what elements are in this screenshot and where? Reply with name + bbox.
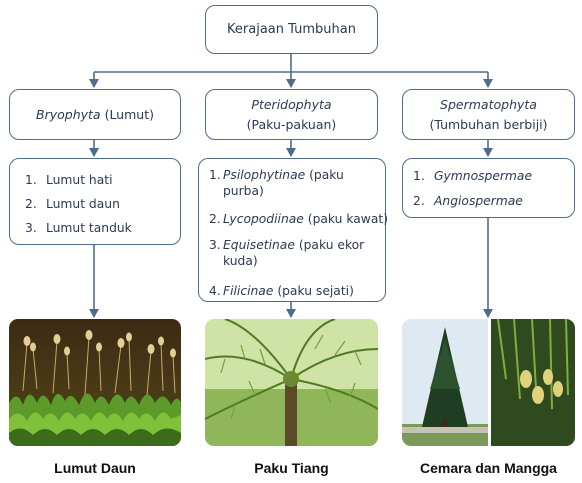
- root-node: Kerajaan Tumbuhan: [205, 5, 378, 54]
- list-item: 4. Filicinae (paku sejati): [209, 283, 384, 299]
- list-item: 3. Equisetinae (paku ekor kuda): [209, 237, 371, 269]
- photo-caption: Paku Tiang: [254, 460, 329, 476]
- category-name: Bryophyta: [36, 106, 101, 122]
- item-text: Gymnospermae: [434, 169, 533, 183]
- item-text: Lumut hati: [46, 173, 113, 187]
- item-number: 1.: [25, 173, 37, 187]
- tree-fern-photo: [205, 319, 378, 446]
- photo-caption: Lumut Daun: [54, 460, 136, 476]
- category-note: (Tumbuhan berbiji): [429, 116, 548, 132]
- item-name: Lycopodiinae: [223, 212, 304, 226]
- list-bryophyta: 1. Lumut hati 2. Lumut daun 3. Lumut tan…: [9, 158, 181, 245]
- list-spermatophyta: 1. Gymnospermae 2. Angiospermae: [402, 158, 575, 218]
- item-number: 4.: [209, 284, 221, 298]
- list-item: 1. Lumut hati: [25, 172, 113, 188]
- item-note: (paku kawat): [307, 212, 389, 226]
- item-text: Lumut tanduk: [46, 221, 132, 235]
- list-item: 3. Lumut tanduk: [25, 220, 132, 236]
- list-item: 2. Angiospermae: [413, 193, 523, 209]
- list-item: 1. Gymnospermae: [413, 168, 532, 184]
- moss-photo: [9, 319, 181, 446]
- item-name: Filicinae: [223, 284, 274, 298]
- root-label: Kerajaan Tumbuhan: [227, 22, 356, 37]
- category-title: Bryophyta (Lumut): [36, 105, 154, 125]
- category-name: Pteridophyta: [251, 96, 332, 112]
- item-number: 3.: [209, 238, 221, 252]
- item-number: 2.: [25, 197, 37, 211]
- item-text: Angiospermae: [434, 194, 523, 208]
- item-note: (paku sejati): [277, 284, 354, 298]
- item-text: Lumut daun: [46, 197, 120, 211]
- photo-caption: Cemara dan Mangga: [420, 460, 557, 476]
- category-pteridophyta: Pteridophyta (Paku-pakuan): [205, 89, 378, 140]
- item-name: Psilophytinae: [223, 168, 306, 182]
- item-name: Equisetinae: [223, 238, 295, 252]
- category-note: (Paku-pakuan): [246, 116, 337, 132]
- item-number: 2.: [413, 194, 425, 208]
- category-spermatophyta: Spermatophyta (Tumbuhan berbiji): [402, 89, 575, 140]
- category-name: Spermatophyta: [440, 96, 537, 112]
- item-number: 2.: [209, 212, 221, 226]
- item-note: (paku purba): [223, 168, 344, 198]
- item-note: (paku ekor kuda): [223, 238, 365, 268]
- category-note: (Lumut): [104, 106, 154, 122]
- pine-mango-photo: [402, 319, 575, 446]
- list-item: 2. Lumut daun: [25, 196, 120, 212]
- category-bryophyta: Bryophyta (Lumut): [9, 89, 181, 140]
- list-item: 1. Psilophytinae (paku purba): [209, 167, 379, 199]
- list-item: 2. Lycopodiinae (paku kawat): [209, 211, 388, 227]
- item-number: 1.: [209, 168, 221, 182]
- item-number: 3.: [25, 221, 37, 235]
- item-number: 1.: [413, 169, 425, 183]
- list-pteridophyta: 1. Psilophytinae (paku purba) 2. Lycopod…: [198, 158, 388, 302]
